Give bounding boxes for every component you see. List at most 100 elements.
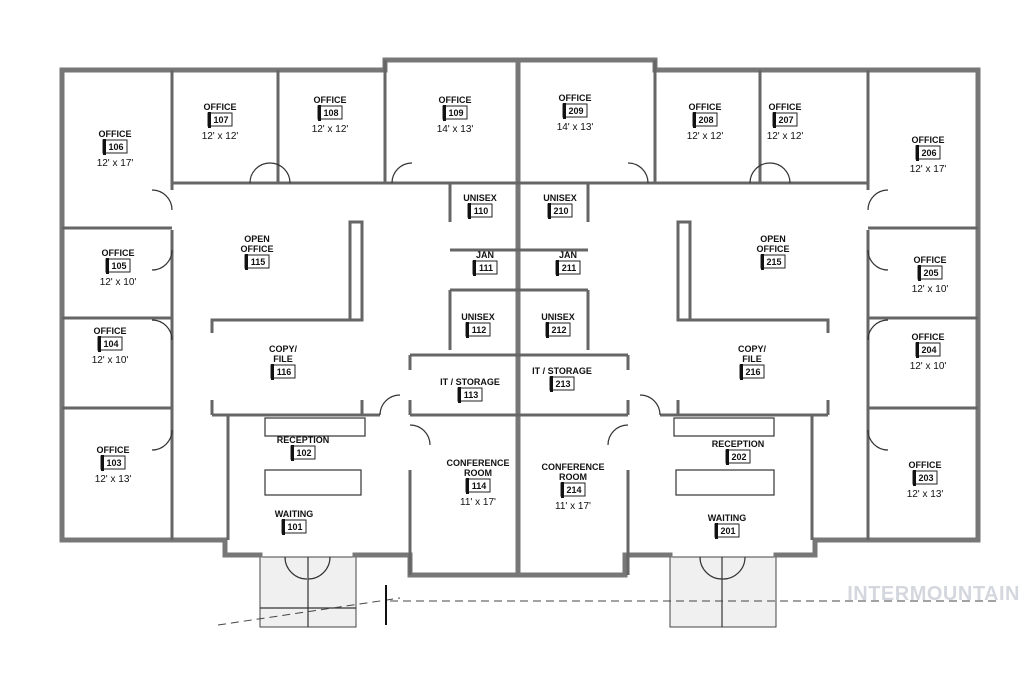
room-size: 11' x 17' — [460, 497, 496, 508]
tag-bar — [466, 478, 469, 494]
room-size: 12' x 13' — [95, 474, 132, 485]
room-name: OFFICE — [94, 326, 127, 336]
room-201: WAITING 201 — [708, 513, 747, 539]
tag-bar — [458, 387, 461, 403]
room-number: 114 — [472, 481, 487, 491]
room-name: UNISEX — [543, 193, 577, 203]
room-number: 202 — [731, 452, 746, 462]
room-name: CONFERENCE — [541, 462, 604, 472]
room-number: 113 — [464, 390, 479, 400]
tag-bar — [740, 364, 743, 380]
room-name: IT / STORAGE — [532, 366, 592, 376]
room-size: 12' x 10' — [912, 284, 949, 295]
room-name: FILE — [273, 354, 293, 364]
room-name: OFFICE — [757, 244, 790, 254]
room-name: OFFICE — [439, 95, 472, 105]
room-size: 12' x 17' — [97, 158, 134, 169]
room-number: 203 — [918, 473, 933, 483]
room-name: OPEN — [760, 234, 786, 244]
room-number: 112 — [472, 325, 487, 335]
room-number: 204 — [921, 345, 936, 355]
tag-bar — [561, 482, 564, 498]
room-number: 213 — [555, 379, 570, 389]
tag-bar — [556, 260, 559, 276]
room-size: 14' x 13' — [437, 124, 474, 135]
tag-bar — [468, 203, 471, 219]
site-lines — [217, 585, 1000, 626]
room-number: 209 — [568, 106, 583, 116]
room-name: ROOM — [559, 472, 587, 482]
room-name: OFFICE — [912, 332, 945, 342]
tag-bar — [103, 139, 106, 155]
room-number: 116 — [277, 367, 292, 377]
tag-bar — [245, 254, 248, 270]
room-size: 12' x 10' — [910, 361, 947, 372]
tag-bar — [473, 260, 476, 276]
tag-bar — [715, 523, 718, 539]
room-name: IT / STORAGE — [440, 377, 500, 387]
room-number: 206 — [921, 148, 936, 158]
tag-bar — [918, 265, 921, 281]
room-name: RECEPTION — [277, 435, 330, 445]
room-number: 115 — [251, 257, 266, 267]
room-101: WAITING 101 — [275, 509, 314, 535]
room-number: 215 — [766, 257, 781, 267]
tag-bar — [98, 336, 101, 352]
room-number: 106 — [108, 142, 123, 152]
tag-bar — [271, 364, 274, 380]
tag-bar — [208, 112, 211, 128]
room-name: WAITING — [708, 513, 747, 523]
room-size: 11' x 17' — [555, 501, 591, 512]
room-number: 109 — [448, 108, 463, 118]
room-name: OFFICE — [769, 102, 802, 112]
doors — [151, 162, 889, 580]
tag-bar — [548, 203, 551, 219]
room-name: OFFICE — [909, 460, 942, 470]
entry-patios — [259, 556, 777, 628]
room-name: OFFICE — [241, 244, 274, 254]
tag-bar — [546, 322, 549, 338]
room-number: 214 — [566, 485, 581, 495]
room-number: 201 — [720, 526, 735, 536]
room-name: OFFICE — [314, 95, 347, 105]
room-number: 207 — [778, 115, 793, 125]
tag-bar — [916, 342, 919, 358]
room-name: RECEPTION — [712, 439, 765, 449]
room-name: WAITING — [275, 509, 314, 519]
tag-bar — [563, 103, 566, 119]
tag-bar — [693, 112, 696, 128]
room-size: 12' x 12' — [687, 131, 724, 142]
room-size: 12' x 13' — [907, 489, 944, 500]
tag-bar — [318, 105, 321, 121]
interior-walls — [62, 60, 978, 575]
room-name: OFFICE — [559, 93, 592, 103]
room-size: 12' x 17' — [910, 164, 947, 175]
room-number: 104 — [103, 339, 118, 349]
room-number: 101 — [287, 522, 302, 532]
room-number: 110 — [474, 206, 489, 216]
tag-bar — [761, 254, 764, 270]
room-name: UNISEX — [541, 312, 575, 322]
room-203: OFFICE 203 12' x 13' — [907, 460, 944, 500]
tag-bar — [913, 470, 916, 486]
room-number: 208 — [698, 115, 713, 125]
room-number: 212 — [551, 325, 566, 335]
room-202: RECEPTION 202 — [712, 439, 765, 465]
